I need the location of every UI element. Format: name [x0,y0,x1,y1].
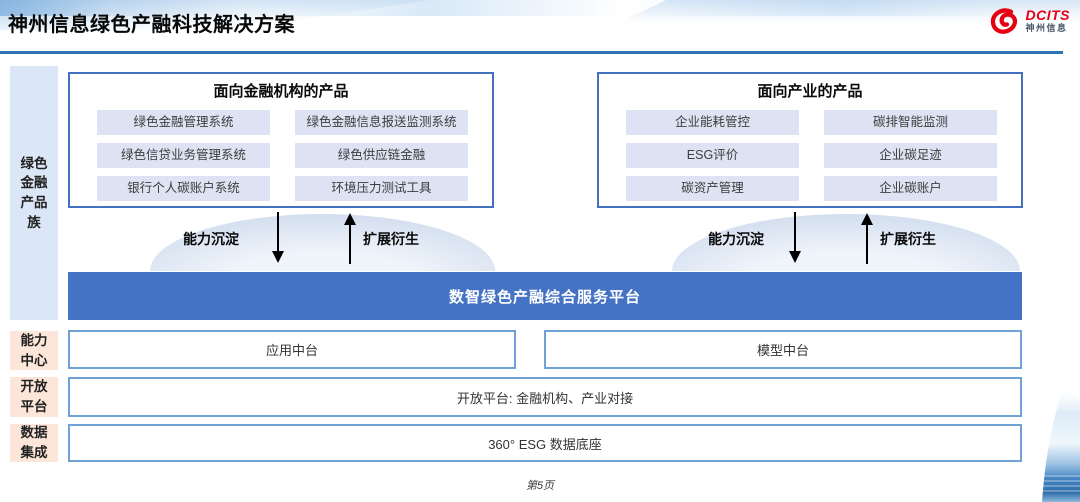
product-item: 绿色金融管理系统 [97,110,270,135]
corner-swoosh-decoration [1042,384,1080,502]
product-item: ESG评价 [626,143,799,168]
rail-label-text: 数据集成 [20,425,48,460]
rail-label-data-integration: 数据集成 [10,424,58,462]
rail-label-text: 能力中心 [20,332,48,368]
logo-primary-text: DCITS [1025,7,1070,24]
product-item: 碳资产管理 [626,176,799,201]
page-number: 第5页 [525,480,555,492]
flow-label-settle-left: 能力沉淀 [183,231,239,247]
app-middle-platform-box: 应用中台 [68,330,516,369]
product-item: 企业碳账户 [824,176,997,201]
model-middle-platform-box: 模型中台 [544,330,1022,369]
finance-products-grid: 绿色金融管理系统 绿色金融信息报送监测系统 绿色信贷业务管理系统 绿色供应链金融… [97,110,468,201]
header-divider-line [0,51,1063,54]
dcits-logo-text: DCITS 神州信息 [1025,7,1071,33]
dcits-swirl-icon [990,8,1017,34]
rail-label-open-platform: 开放平台 [10,377,58,417]
industry-products-grid: 企业能耗管控 碳排智能监测 ESG评价 企业碳足迹 碳资产管理 企业碳账户 [626,110,997,201]
product-item: 企业碳足迹 [824,143,997,168]
flow-label-derive-right: 扩展衍生 [880,231,936,247]
flow-label-derive-left: 扩展衍生 [363,231,419,247]
product-item: 绿色供应链金融 [295,143,468,168]
product-item: 碳排智能监测 [824,110,997,135]
product-item: 银行个人碳账户系统 [97,176,270,201]
logo-secondary-text: 神州信息 [1025,22,1068,33]
industry-products-title: 面向产业的产品 [757,83,863,100]
product-item: 环境压力测试工具 [295,176,468,201]
finance-products-box: 面向金融机构的产品 绿色金融管理系统 绿色金融信息报送监测系统 绿色信贷业务管理… [68,72,494,208]
product-item: 绿色金融信息报送监测系统 [295,110,468,135]
finance-products-title: 面向金融机构的产品 [213,83,349,100]
flow-label-settle-right: 能力沉淀 [708,231,764,247]
arrow-up-icon [861,213,873,264]
arrow-down-icon [272,212,284,263]
rail-label-capability-center: 能力中心 [10,331,58,370]
rail-label-text: 开放平台 [20,379,48,414]
page-title: 神州信息绿色产融科技解决方案 [8,14,295,36]
header-swoosh-right [620,0,1080,22]
arrow-down-icon [789,212,801,263]
dcits-logo: DCITS 神州信息 [989,7,1071,35]
product-item: 绿色信贷业务管理系统 [97,143,270,168]
product-item: 企业能耗管控 [626,110,799,135]
platform-bar: 数智绿色产融综合服务平台 [68,272,1022,320]
rail-label-product-family: 绿色金融产品族 [10,66,58,320]
industry-products-box: 面向产业的产品 企业能耗管控 碳排智能监测 ESG评价 企业碳足迹 碳资产管理 … [597,72,1023,208]
esg-data-base-box: 360° ESG 数据底座 [68,424,1022,462]
open-platform-box: 开放平台: 金融机构、产业对接 [68,377,1022,417]
arrow-up-icon [344,213,356,264]
rail-label-text: 绿色金融产品族 [20,155,48,230]
